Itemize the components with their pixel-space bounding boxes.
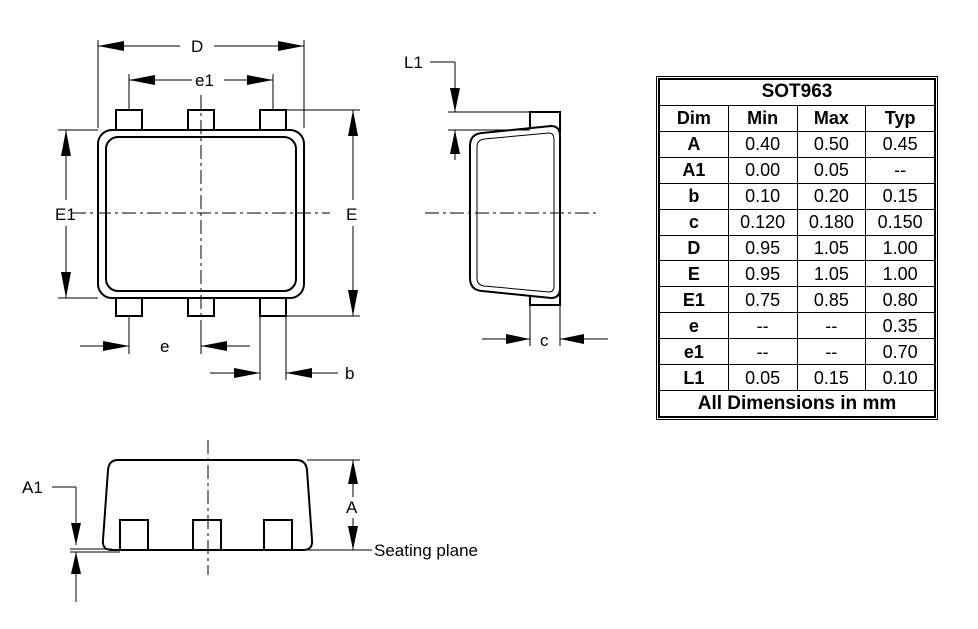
dim-label-E: E <box>346 205 357 224</box>
value-cell: 0.05 <box>796 156 867 184</box>
value-cell: 0.40 <box>727 130 798 158</box>
value-cell: 0.120 <box>727 208 798 236</box>
dim-cell: e <box>659 312 729 340</box>
value-cell: 0.70 <box>865 338 935 366</box>
value-cell: 0.85 <box>796 286 867 314</box>
value-cell: 0.35 <box>865 312 935 340</box>
value-cell: 0.10 <box>865 364 935 392</box>
value-cell: 0.15 <box>865 182 935 210</box>
value-cell: -- <box>865 156 935 184</box>
dim-label-A: A <box>346 498 358 517</box>
table-footer-row: All Dimensions in mm <box>659 390 935 417</box>
value-cell: 0.75 <box>727 286 798 314</box>
dim-cell: A <box>659 130 729 158</box>
side-view: L1 c <box>404 53 608 350</box>
value-cell: 0.45 <box>865 130 935 158</box>
front-view: A1 A Seating plane <box>22 440 478 602</box>
dim-cell: D <box>659 234 729 262</box>
value-cell: 0.15 <box>796 364 867 392</box>
value-cell: 0.150 <box>865 208 935 236</box>
dim-cell: E1 <box>659 286 729 314</box>
value-cell: 1.00 <box>865 234 935 262</box>
dim-cell: b <box>659 182 729 210</box>
value-cell: 0.180 <box>796 208 867 236</box>
dim-cell: e1 <box>659 338 729 366</box>
table-row: e----0.35 <box>659 312 935 340</box>
dim-cell: c <box>659 208 729 236</box>
seating-plane-label: Seating plane <box>374 541 478 560</box>
lead <box>119 519 149 551</box>
dim-label-e: e <box>160 337 169 356</box>
value-cell: -- <box>727 338 798 366</box>
dim-label-b: b <box>345 364 354 383</box>
value-cell: 0.95 <box>727 260 798 288</box>
dim-label-E1: E1 <box>55 205 76 224</box>
table-row: e1----0.70 <box>659 338 935 366</box>
dim-label-D: D <box>191 37 203 56</box>
lead <box>263 519 293 551</box>
value-cell: 0.20 <box>796 182 867 210</box>
value-cell: -- <box>727 312 798 340</box>
pin <box>259 109 287 133</box>
value-cell: 1.05 <box>796 260 867 288</box>
dim-label-A1: A1 <box>22 478 43 497</box>
value-cell: 0.00 <box>727 156 798 184</box>
table-header-row: Dim Min Max Typ <box>659 104 935 132</box>
dim-label-L1: L1 <box>404 53 423 72</box>
pin <box>115 109 143 133</box>
table-footer: All Dimensions in mm <box>659 390 935 417</box>
side-body <box>469 124 561 300</box>
value-cell: 1.05 <box>796 234 867 262</box>
table-title: SOT963 <box>659 79 935 106</box>
dim-label-c: c <box>540 331 549 350</box>
column-header: Min <box>727 104 798 132</box>
dim-cell: L1 <box>659 364 729 392</box>
value-cell: 0.95 <box>727 234 798 262</box>
value-cell: 1.00 <box>865 260 935 288</box>
top-view: D e1 E1 E e <box>55 37 360 383</box>
value-cell: 0.10 <box>727 182 798 210</box>
value-cell: 0.05 <box>727 364 798 392</box>
value-cell: -- <box>796 338 867 366</box>
value-cell: -- <box>796 312 867 340</box>
dim-label-e1: e1 <box>195 71 214 90</box>
lead <box>192 519 222 551</box>
value-cell: 0.80 <box>865 286 935 314</box>
column-header: Dim <box>659 104 729 132</box>
value-cell: 0.50 <box>796 130 867 158</box>
column-header: Max <box>796 104 867 132</box>
dim-cell: E <box>659 260 729 288</box>
column-header: Typ <box>865 104 935 132</box>
dim-cell: A1 <box>659 156 729 184</box>
